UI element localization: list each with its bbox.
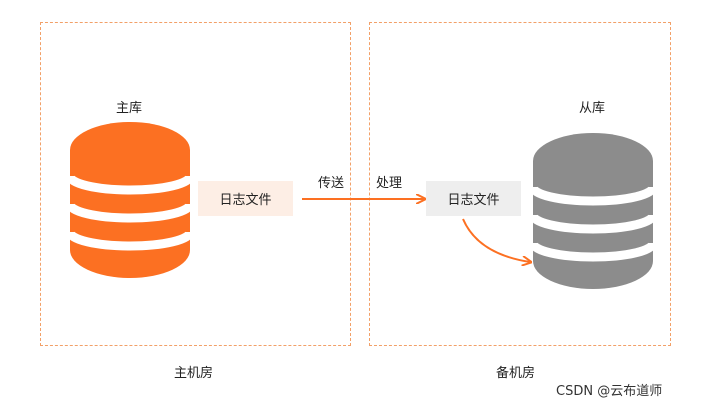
send-label: 传送	[318, 176, 345, 191]
standby-log-label: 日志文件	[447, 193, 500, 208]
primary-db-stripe-3	[65, 230, 195, 251]
standby-db-stripe-1	[528, 185, 658, 206]
primary-db-stripe-1	[65, 174, 195, 195]
primary-database-icon	[65, 122, 195, 278]
standby-db-label: 从库	[579, 101, 606, 116]
standby-room-border	[369, 22, 671, 346]
primary-log-file: 日志文件	[198, 181, 293, 216]
standby-db-body	[533, 133, 653, 289]
process-label: 处理	[376, 176, 403, 191]
watermark: CSDN @云布道师	[556, 384, 663, 399]
standby-room-label: 备机房	[496, 366, 536, 381]
primary-room-border	[40, 22, 351, 346]
primary-db-label: 主库	[116, 101, 143, 116]
standby-log-file: 日志文件	[426, 181, 521, 216]
primary-room-label: 主机房	[174, 366, 214, 381]
primary-db-body	[70, 122, 190, 278]
primary-log-label: 日志文件	[219, 193, 272, 208]
primary-db-stripe-2	[65, 202, 195, 223]
standby-database-icon	[528, 133, 658, 289]
standby-db-stripe-3	[528, 241, 658, 262]
standby-db-stripe-2	[528, 213, 658, 234]
apply-arrow	[462, 218, 530, 262]
